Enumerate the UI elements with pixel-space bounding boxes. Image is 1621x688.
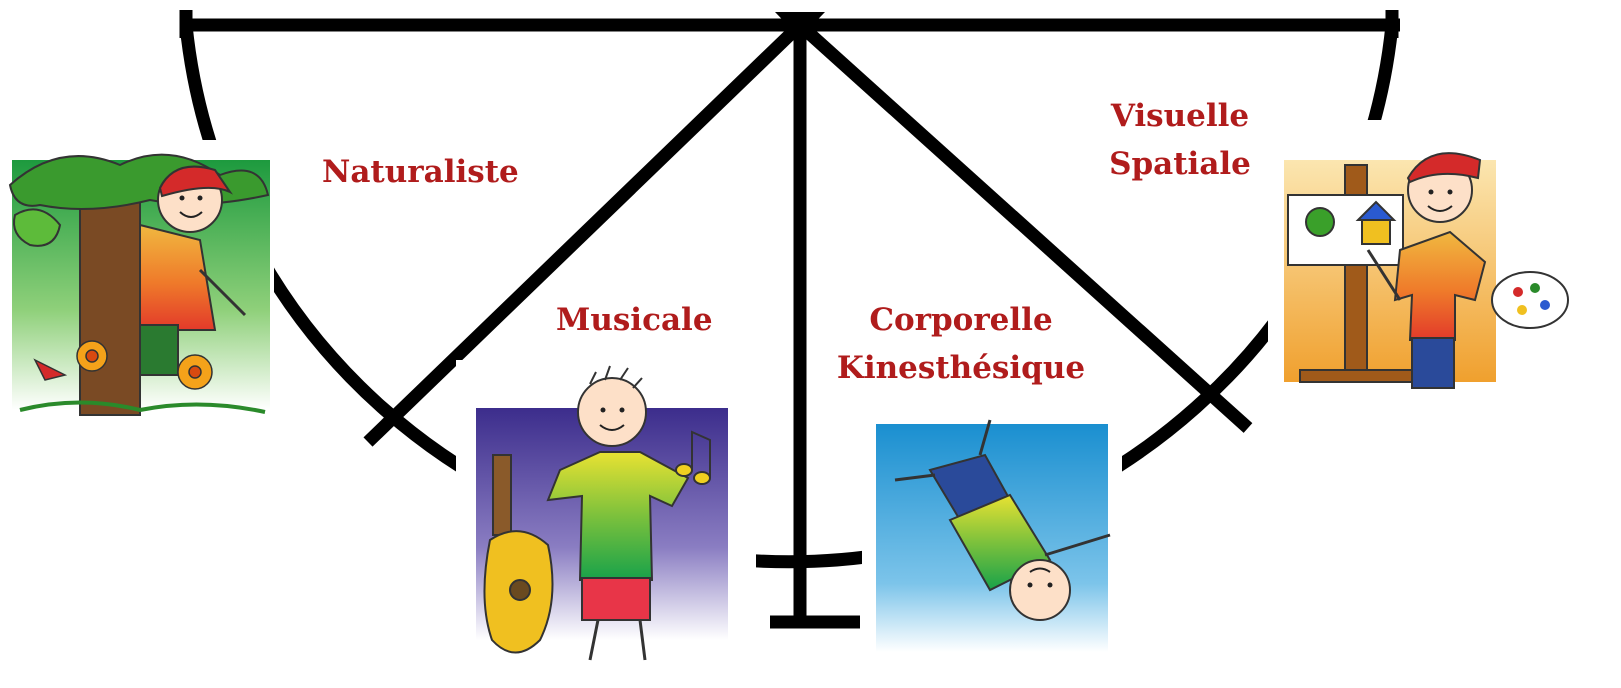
visual-spatial-illustration: [1268, 120, 1569, 408]
naturalist-illustration: [8, 140, 274, 436]
label-corporelle-line1: Corporelle: [869, 302, 1053, 338]
label-corporelle: Corporelle Kinesthésique: [836, 296, 1086, 392]
musical-illustration: [456, 360, 756, 668]
label-visuelle-line2: Spatiale: [1109, 146, 1251, 182]
label-naturaliste: Naturaliste: [322, 154, 519, 190]
divider-left: [363, 20, 805, 447]
divider-right: [795, 20, 1253, 433]
label-musicale: Musicale: [556, 302, 713, 338]
label-visuelle-spatiale: Visuelle Spatiale: [1106, 92, 1254, 188]
pivot-triangle: [775, 12, 825, 38]
kinesthetic-illustration: [862, 404, 1122, 668]
label-visuelle-line1: Visuelle: [1110, 98, 1250, 134]
label-corporelle-line2: Kinesthésique: [836, 350, 1086, 386]
